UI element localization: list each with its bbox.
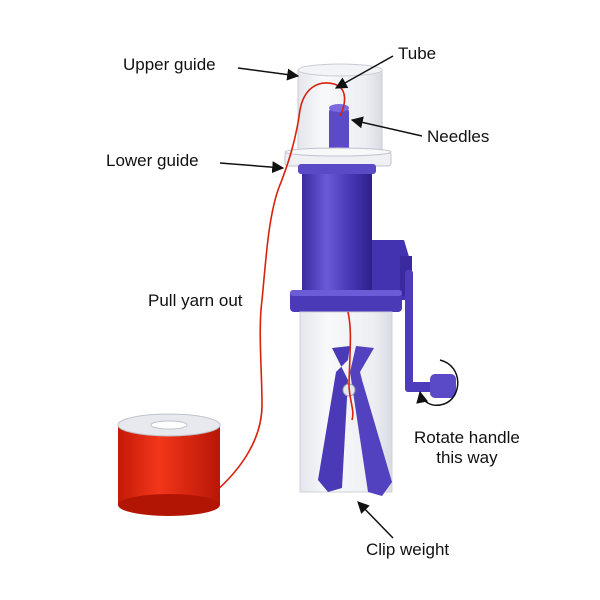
yarn-spool — [117, 413, 221, 516]
arrow-needles — [350, 116, 423, 137]
lower-guide-ring — [284, 147, 392, 167]
rotate-handle-line1: Rotate handle — [414, 428, 520, 447]
pull-yarn-out-label: Pull yarn out — [148, 291, 243, 310]
arrow-clip-weight — [357, 501, 394, 539]
arrow-upper-guide — [237, 67, 300, 81]
callout-arrows — [219, 55, 423, 539]
clip-weight-label: Clip weight — [366, 540, 450, 559]
rotation-arrow — [416, 359, 459, 406]
clip-weight — [318, 346, 392, 496]
lower-guide-label: Lower guide — [106, 151, 199, 170]
crank-handle — [405, 270, 456, 398]
rotate-handle-label: Rotate handle this way — [414, 428, 520, 468]
yarn-strand — [214, 82, 354, 493]
rotate-handle-line2: this way — [436, 448, 498, 467]
needles-label: Needles — [427, 127, 490, 146]
tube-label: Tube — [398, 44, 437, 63]
machine-body — [290, 164, 412, 312]
arrow-lower-guide — [219, 161, 285, 174]
arrow-tube — [334, 55, 394, 89]
upper-guide-label: Upper guide — [123, 55, 216, 74]
